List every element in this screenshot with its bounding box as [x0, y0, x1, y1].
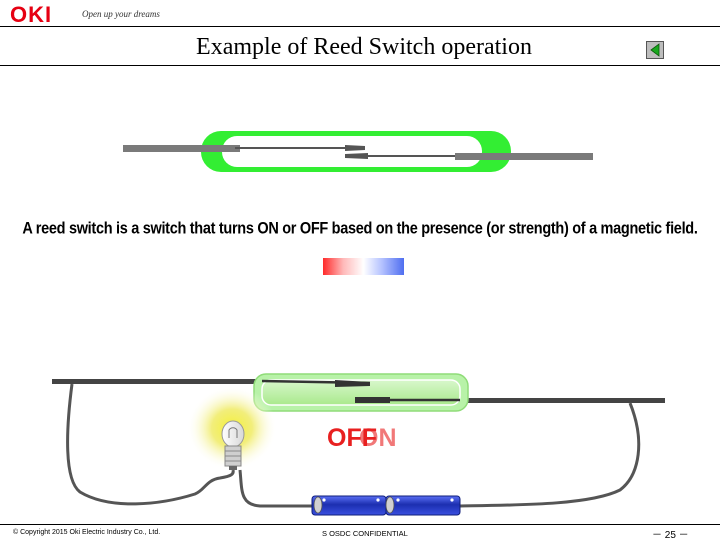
- title-rule-bottom: [0, 65, 720, 66]
- light-bulb-icon: [221, 420, 245, 470]
- battery-right: [385, 495, 461, 516]
- right-reed-stem: [455, 153, 511, 160]
- oki-logo: OKI: [10, 2, 53, 27]
- tagline: Open up your dreams: [82, 9, 160, 19]
- wire-right: [459, 402, 641, 508]
- magnet-gradient-bar: [323, 258, 404, 275]
- page-title: Example of Reed Switch operation: [196, 34, 532, 60]
- circuit-right-reed-tip: [355, 397, 390, 403]
- title-rule-top: [0, 26, 720, 27]
- right-reed-tip: [345, 153, 368, 159]
- battery-left: [311, 495, 387, 516]
- description: A reed switch is a switch that turns ON …: [22, 219, 698, 239]
- left-reed-tip: [345, 145, 365, 151]
- left-lead: [123, 145, 203, 152]
- footer-rule: [0, 524, 720, 525]
- confidential-label: S OSDC CONFIDENTIAL: [322, 529, 408, 538]
- status-label-on: ON: [359, 424, 397, 452]
- wire-top-right: [463, 398, 665, 403]
- left-reed-stem: [200, 145, 240, 152]
- wire-top-left: [52, 379, 259, 384]
- wire-left: [66, 383, 235, 506]
- circuit-left-reed-tip: [335, 380, 370, 387]
- page-number: － 25 －: [652, 530, 689, 541]
- copyright-text: © Copyright 2015 Oki Electric Industry C…: [13, 529, 161, 536]
- wire-bulb-battery: [238, 469, 312, 508]
- status-label-off: OFF: [327, 424, 377, 452]
- triangle-left-icon: [650, 43, 660, 57]
- back-button[interactable]: [646, 41, 664, 59]
- capsule-interior: [222, 136, 482, 167]
- right-lead: [508, 153, 593, 160]
